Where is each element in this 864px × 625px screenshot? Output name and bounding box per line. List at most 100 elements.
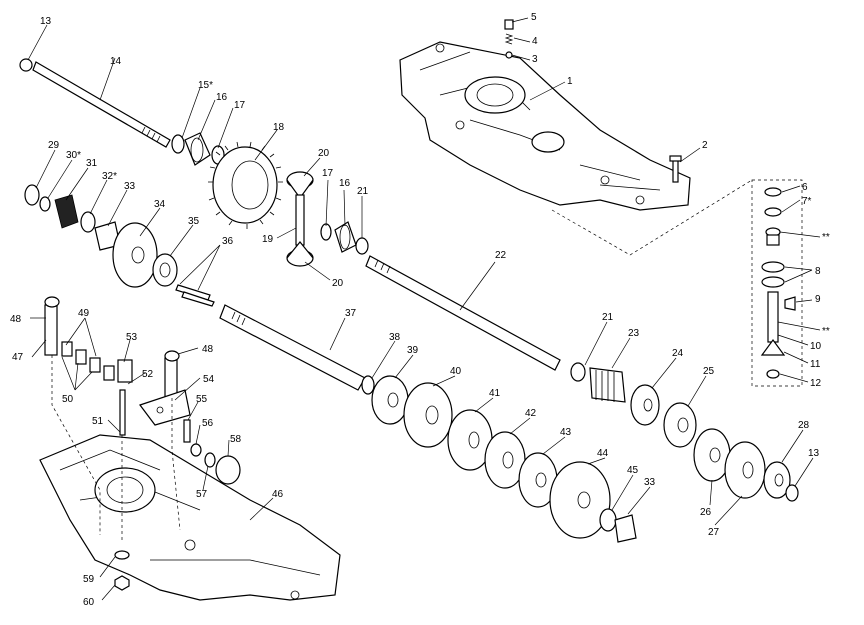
callout-54: 54 — [203, 374, 215, 385]
callout-43: 43 — [560, 427, 572, 438]
callout-45: 45 — [627, 465, 639, 476]
callout-22: 22 — [495, 250, 507, 261]
callout-47: 47 — [12, 352, 24, 363]
callout-1: 1 — [567, 76, 573, 87]
gear-27 — [724, 441, 766, 499]
callout-3: 3 — [532, 54, 538, 65]
callout-12: 12 — [810, 378, 822, 389]
gear-39 — [371, 375, 409, 425]
brake-disc-34 — [112, 222, 178, 288]
inset-leader — [551, 179, 753, 256]
callout-21-right: 21 — [602, 312, 614, 323]
callout-9: 9 — [815, 294, 821, 305]
callout-39: 39 — [407, 345, 419, 356]
callout-33: 33 — [124, 181, 136, 192]
callout-10: 10 — [810, 341, 822, 352]
gear-set-middle — [320, 221, 369, 255]
nut-59-60 — [114, 550, 130, 591]
callout-20-upper: 20 — [318, 148, 330, 159]
gear-24 — [630, 384, 660, 426]
callout-37: 37 — [345, 308, 357, 319]
shaft-22 — [365, 255, 561, 371]
bolt-2 — [669, 155, 682, 183]
callout-59: 59 — [83, 574, 95, 585]
disc-44 — [549, 461, 637, 543]
callout-16: 16 — [216, 92, 228, 103]
callout-13: 13 — [40, 16, 52, 27]
callout-50: 50 — [62, 394, 74, 405]
callout-28: 28 — [798, 420, 810, 431]
callout-38: 38 — [389, 332, 401, 343]
callout-4: 4 — [532, 36, 538, 47]
assembly-leaders — [51, 355, 181, 540]
shift-pads-49-50 — [61, 341, 115, 381]
ring-gear-18 — [208, 141, 283, 229]
callout-27: 27 — [708, 527, 720, 538]
callout-6: 6 — [802, 182, 808, 193]
callout-labels: 13 14 15* 16 17 18 29 30* 31 32* 33 34 3… — [10, 12, 830, 608]
callout-18: 18 — [273, 122, 285, 133]
callout-60: 60 — [83, 597, 95, 608]
callout-24: 24 — [672, 348, 684, 359]
gear-23 — [570, 362, 626, 403]
callout-44: 44 — [597, 448, 609, 459]
callout-double-star-upper: ** — [822, 232, 830, 243]
callout-52: 52 — [142, 369, 154, 380]
shaft-14 — [19, 58, 171, 148]
callout-25: 25 — [703, 366, 715, 377]
callout-13-right: 13 — [808, 448, 820, 459]
washer-28-ring-13 — [763, 461, 799, 502]
callout-31: 31 — [86, 158, 98, 169]
callout-7: 7* — [802, 196, 812, 207]
upper-housing — [399, 41, 691, 211]
callout-11: 11 — [810, 359, 821, 370]
callout-53: 53 — [126, 332, 138, 343]
callout-34: 34 — [154, 199, 166, 210]
callout-2: 2 — [702, 140, 708, 151]
inset-stack-right — [751, 179, 803, 387]
shift-fork-51-54 — [117, 359, 191, 436]
callout-8: 8 — [815, 266, 821, 277]
callout-55: 55 — [196, 394, 208, 405]
callout-19: 19 — [262, 234, 274, 245]
callout-56: 56 — [202, 418, 214, 429]
keys-36 — [175, 284, 215, 307]
callout-26: 26 — [700, 507, 712, 518]
callout-58: 58 — [230, 434, 242, 445]
callout-14: 14 — [110, 56, 122, 67]
callout-32: 32* — [102, 171, 117, 182]
callout-42: 42 — [525, 408, 537, 419]
callout-41: 41 — [489, 388, 501, 399]
callout-29: 29 — [48, 140, 60, 151]
callout-57: 57 — [196, 489, 208, 500]
gear-25 — [663, 402, 697, 448]
callout-30: 30* — [66, 150, 81, 161]
shaft-37 — [219, 304, 375, 395]
callout-40: 40 — [450, 366, 462, 377]
callout-20-lower: 20 — [332, 278, 344, 289]
callout-16-middle: 16 — [339, 178, 351, 189]
callout-17: 17 — [234, 100, 246, 111]
callout-49: 49 — [78, 308, 90, 319]
callout-15: 15* — [198, 80, 213, 91]
pinion-stack-left — [24, 184, 121, 251]
callout-double-star-lower: ** — [822, 326, 830, 337]
callout-5: 5 — [531, 12, 537, 23]
leader-lines — [27, 17, 821, 601]
parts-55-58 — [183, 419, 241, 485]
lower-housing-46 — [39, 434, 341, 601]
callout-51: 51 — [92, 416, 104, 427]
gear-set-upper-left — [171, 132, 225, 166]
callout-17-middle: 17 — [322, 168, 334, 179]
callout-33-right: 33 — [644, 477, 656, 488]
callout-23: 23 — [628, 328, 640, 339]
callout-48-left: 48 — [10, 314, 22, 325]
callout-21-middle: 21 — [357, 186, 369, 197]
callout-36: 36 — [222, 236, 234, 247]
callout-35: 35 — [188, 216, 200, 227]
gear-40 — [403, 382, 453, 448]
callout-46: 46 — [272, 489, 284, 500]
pinion-and-pin — [286, 171, 314, 267]
